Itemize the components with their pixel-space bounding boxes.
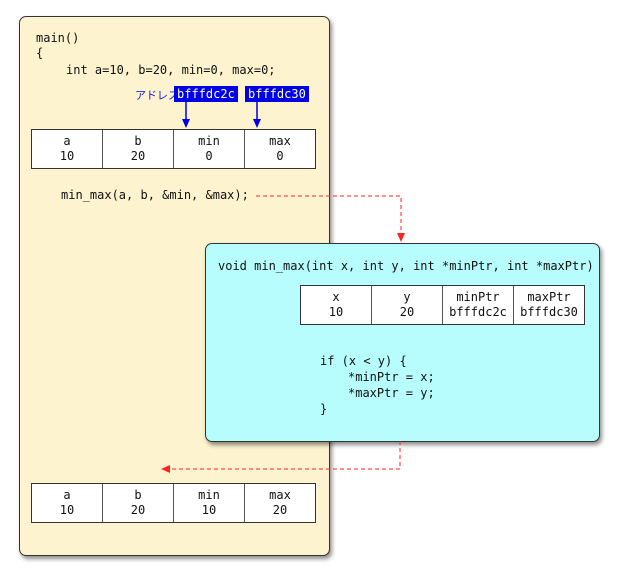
var-value: 20: [130, 149, 146, 163]
var-value: 10: [59, 149, 75, 163]
var-name: a: [63, 488, 71, 502]
assign-min: *minPtr = x;: [348, 370, 435, 384]
var-value: 0: [276, 149, 284, 163]
var-name: min: [198, 134, 220, 148]
call-arrowhead: [397, 233, 405, 242]
var-name: min: [198, 488, 220, 502]
var-name: b: [134, 134, 142, 148]
if-statement: if (x < y) {: [320, 354, 407, 368]
var-name: minPtr: [456, 290, 500, 304]
var-name: x: [332, 290, 340, 304]
var-name: max: [269, 134, 291, 148]
var-value: 20: [399, 305, 415, 319]
var-value: 0: [205, 149, 213, 163]
var-name: y: [403, 290, 411, 304]
var-name: b: [134, 488, 142, 502]
var-value: 10: [59, 503, 75, 517]
var-value: 20: [272, 503, 288, 517]
main-declaration: int a=10, b=20, min=0, max=0;: [66, 63, 276, 77]
var-name: a: [63, 134, 71, 148]
var-value: bfffdc2c: [449, 305, 507, 319]
min-max-function-panel: [205, 243, 600, 442]
var-value: 20: [130, 503, 146, 517]
var-value: 10: [328, 305, 344, 319]
address-label: アドレス: [135, 89, 179, 102]
var-name: maxPtr: [527, 290, 571, 304]
address-min: bfffdc2c: [174, 86, 238, 102]
function-signature: void min_max(int x, int y, int *minPtr, …: [218, 259, 594, 273]
var-name: max: [269, 488, 291, 502]
address-max: bfffdc30: [245, 86, 309, 102]
var-value: 10: [201, 503, 217, 517]
if-close-brace: }: [320, 402, 328, 416]
function-call: min_max(a, b, &min, &max);: [61, 188, 249, 202]
main-open-brace: {: [36, 46, 44, 60]
main-header: main(): [36, 31, 80, 45]
assign-max: *maxPtr = y;: [348, 386, 435, 400]
var-value: bfffdc30: [520, 305, 578, 319]
